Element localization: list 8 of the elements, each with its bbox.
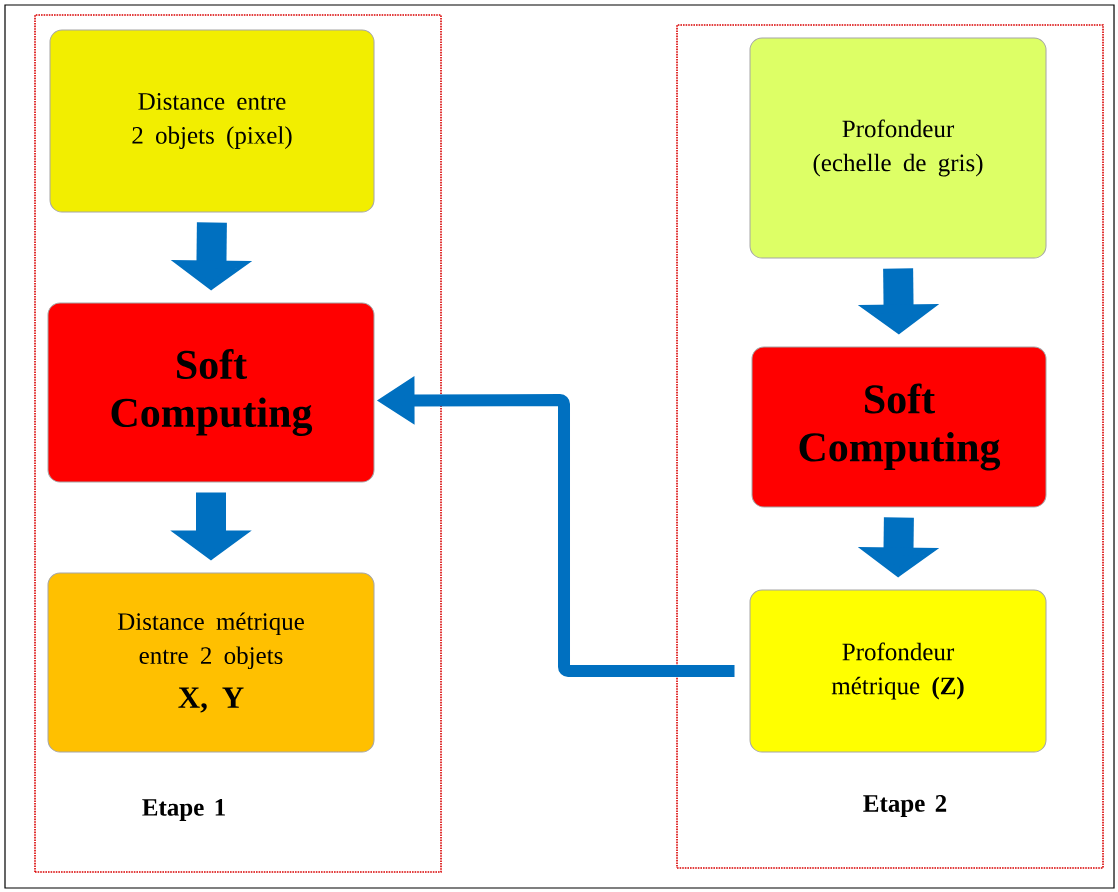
step-label: Etape 2 [863,795,947,817]
process-box: Distance entre 2 objets (pixel) [49,29,375,213]
step-label: Etape 1 [142,799,225,821]
process-box: Profondeur (echelle de gris) [749,37,1047,259]
process-box: Soft Computing [47,302,375,483]
process-box: Profondeur métrique (Z) [749,589,1047,753]
process-box: Soft Computing [751,346,1047,508]
process-box: Distance métrique entre 2 objets X, Y [47,572,375,753]
